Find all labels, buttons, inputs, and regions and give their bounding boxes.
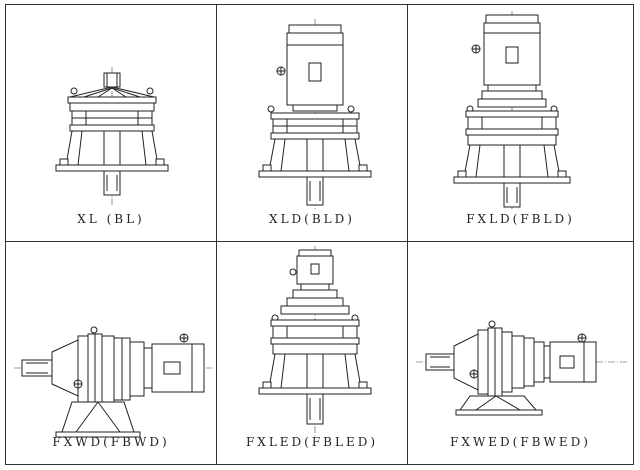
fxld-reducer-drawing (453, 11, 571, 209)
diagram-label-xl: XL (BL) (77, 212, 145, 226)
fxwd-reducer-drawing (14, 326, 212, 438)
diagram-cell-fxled: FXLED(FBLED) (216, 241, 408, 465)
fxled-reducer-drawing (258, 246, 372, 436)
diagram-label-fxled: FXLED(FBLED) (245, 435, 379, 449)
diagram-cell-fxwed: FXWED(FBWED) (407, 241, 634, 465)
diagram-cell-xld: XLD(BLD) (216, 4, 408, 242)
diagram-cell-xl: XL (BL) (5, 4, 217, 242)
diagram-label-fxwd: FXWD(FBWD) (52, 435, 170, 449)
xl-reducer-drawing (55, 67, 169, 205)
diagram-cell-fxld: FXLD(FBLD) (407, 4, 634, 242)
diagram-label-xld: XLD(BLD) (269, 212, 355, 226)
fxwed-reducer-drawing (416, 320, 628, 416)
diagram-label-fxwed: FXWED(FBWED) (450, 435, 591, 449)
diagram-label-fxld: FXLD(FBLD) (466, 212, 575, 226)
diagram-cell-fxwd: FXWD(FBWD) (5, 241, 217, 465)
xld-reducer-drawing (258, 19, 372, 209)
